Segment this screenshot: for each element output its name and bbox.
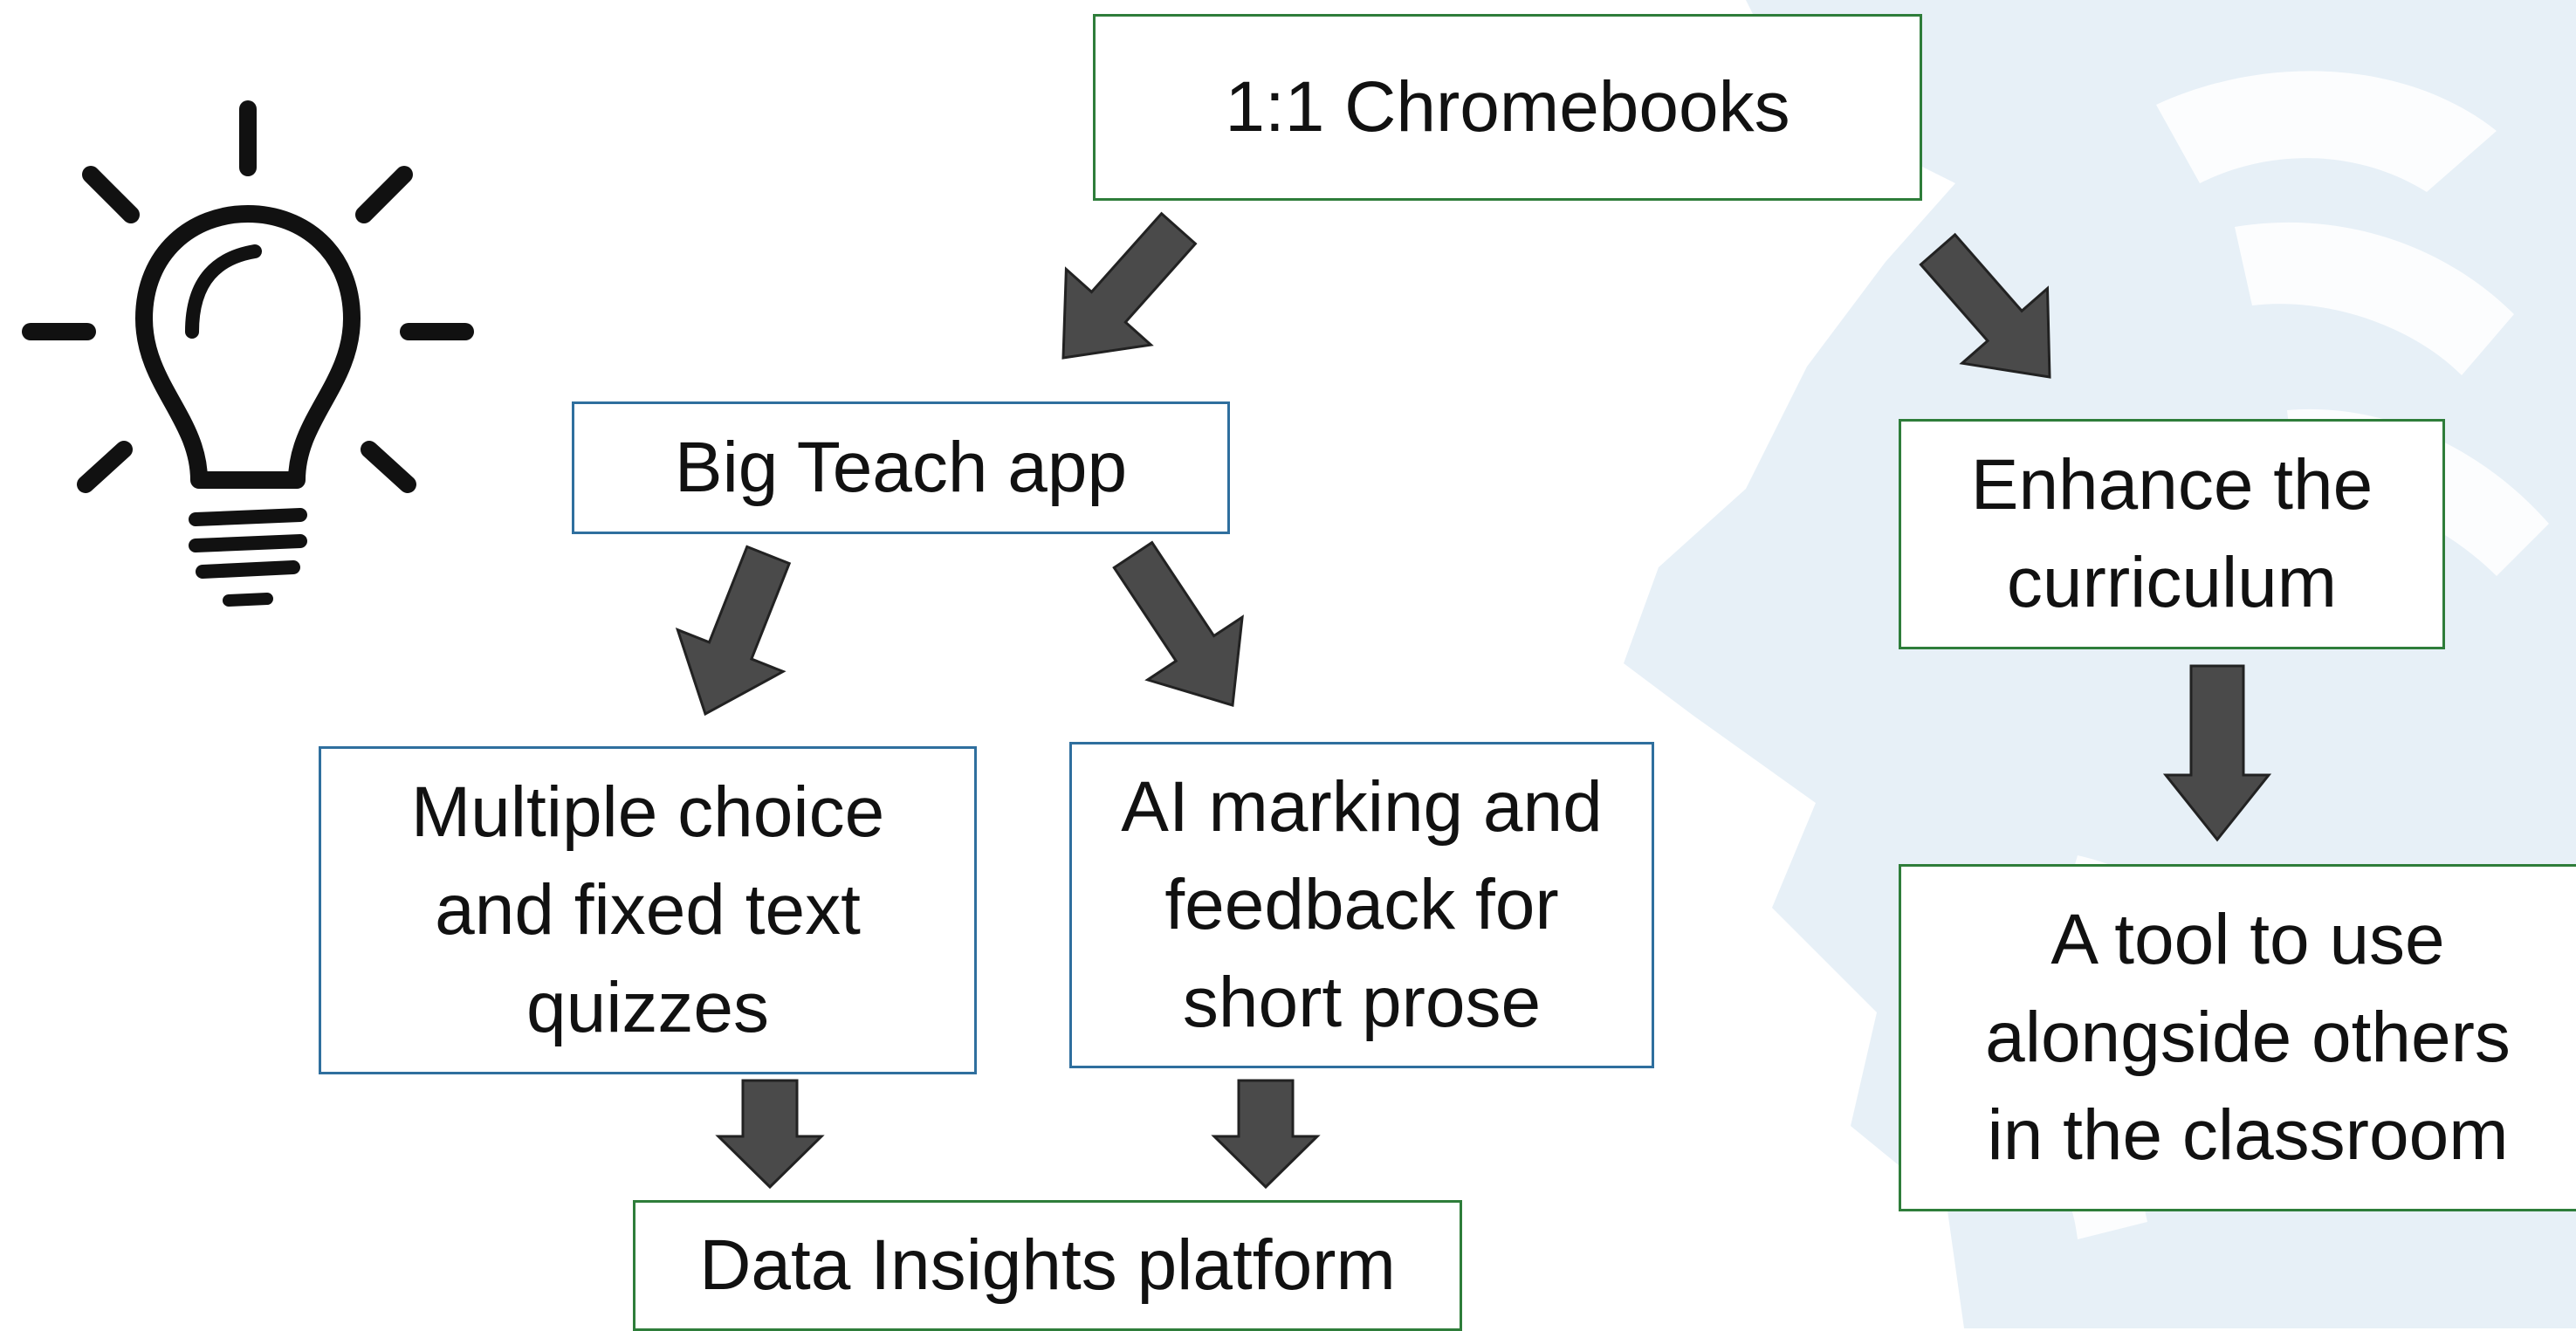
node-tool: A tool to use alongside others in the cl…: [1899, 864, 2576, 1211]
arrow-big-teach-to-multiple-choice: [675, 545, 792, 717]
arrow-multiple-choice-to-data: [715, 1079, 825, 1190]
node-ai-marking: AI marking and feedback for short prose: [1069, 742, 1654, 1068]
node-big-teach-app-text: Big Teach app: [674, 428, 1128, 507]
arrow-enhance-to-tool: [2162, 664, 2272, 842]
arrow-big-teach-to-ai-marking: [1112, 540, 1244, 707]
node-tool-line-1: A tool to use: [2050, 900, 2445, 979]
arrow-chromebooks-to-big-teach: [1061, 211, 1198, 360]
node-big-teach-app: Big Teach app: [572, 401, 1230, 534]
node-enhance-curriculum: Enhance the curriculum: [1899, 419, 2445, 649]
node-data-insights-text: Data Insights platform: [699, 1225, 1396, 1305]
node-ai-marking-line-1: AI marking and: [1121, 767, 1603, 847]
node-multiple-choice: Multiple choice and fixed text quizzes: [319, 746, 977, 1074]
node-enhance-line-1: Enhance the: [1970, 445, 2373, 525]
arrow-ai-marking-to-data: [1211, 1079, 1321, 1190]
node-enhance-line-2: curriculum: [2006, 543, 2338, 622]
node-tool-line-3: in the classroom: [1987, 1095, 2509, 1175]
node-chromebooks-text: 1:1 Chromebooks: [1225, 67, 1790, 147]
arrow-chromebooks-to-enhance: [1919, 232, 2051, 379]
node-multiple-choice-line-1: Multiple choice: [410, 772, 885, 852]
node-ai-marking-line-3: short prose: [1182, 963, 1542, 1042]
node-multiple-choice-line-2: and fixed text: [435, 870, 861, 950]
node-chromebooks: 1:1 Chromebooks: [1093, 14, 1922, 201]
node-data-insights: Data Insights platform: [633, 1200, 1462, 1331]
node-multiple-choice-line-3: quizzes: [526, 968, 770, 1047]
node-tool-line-2: alongside others: [1985, 998, 2511, 1077]
node-ai-marking-line-2: feedback for: [1164, 865, 1559, 944]
